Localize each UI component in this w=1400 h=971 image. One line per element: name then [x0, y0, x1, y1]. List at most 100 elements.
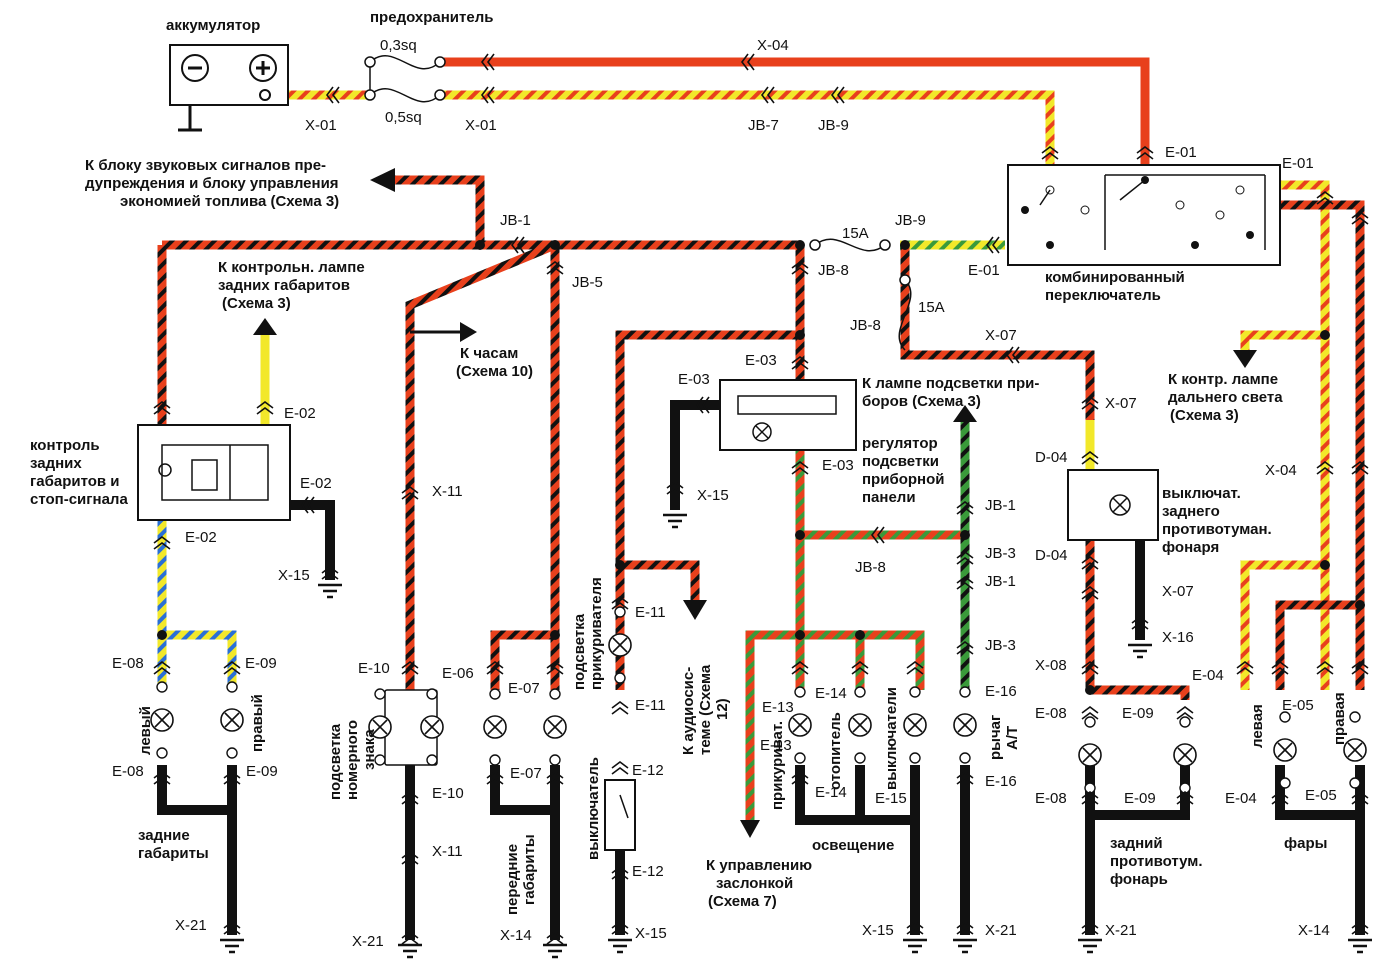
fuse-block	[364, 55, 446, 103]
conn-e08-c: E-08	[1035, 705, 1067, 722]
connector-mark	[1351, 211, 1369, 225]
conn-x15-d: X-15	[862, 922, 894, 939]
connector-mark	[871, 526, 885, 544]
conn-e10-a: E-10	[358, 660, 390, 677]
connector-mark	[791, 461, 809, 475]
connector-mark	[611, 866, 629, 880]
connector-mark	[223, 661, 241, 675]
rear-fog-switch	[1067, 469, 1159, 541]
conn-jb1-b: JB-1	[985, 497, 1016, 514]
connector-mark	[546, 661, 564, 675]
conn-e15: E-15	[875, 790, 907, 807]
conn-x07-a: X-07	[985, 327, 1017, 344]
connector-mark	[153, 401, 171, 415]
lamp	[848, 686, 872, 764]
connector-mark	[401, 486, 419, 500]
conn-e11-b: E-11	[635, 697, 666, 714]
arrow-sound-unit	[370, 168, 395, 192]
label-sound-1: К блоку звуковых сигналов пре-	[85, 157, 326, 174]
conn-e02-c: E-02	[185, 529, 217, 546]
label-fog-lamp-1: задний	[1110, 835, 1163, 852]
conn-jb3-a: JB-3	[985, 545, 1016, 562]
lamp	[1343, 711, 1367, 789]
conn-e06: E-06	[442, 665, 474, 682]
label-15a-2: 15A	[918, 299, 945, 316]
conn-x16: X-16	[1162, 629, 1194, 646]
connector-mark	[153, 661, 171, 675]
conn-e16-b: E-16	[985, 773, 1017, 790]
connector-mark	[1271, 791, 1289, 805]
label-fogsw-3: противотуман.	[1162, 521, 1272, 538]
conn-e12-b: E-12	[632, 863, 664, 880]
label-ctrl-unit-2: задних	[30, 455, 82, 472]
label-ctrl-tail-3: (Схема 3)	[222, 295, 291, 312]
arrow-audio	[683, 600, 707, 620]
connector-mark	[1081, 396, 1099, 410]
label-ctrl-tail-1: К контрольн. лампе	[218, 259, 365, 276]
conn-e09-b: E-09	[246, 763, 278, 780]
conn-x04-top: X-04	[757, 37, 789, 54]
connector-mark	[791, 661, 809, 675]
combination-switch	[1007, 164, 1281, 266]
connector-mark	[741, 53, 755, 71]
connector-mark	[956, 576, 974, 590]
connector-mark	[956, 641, 974, 655]
label-headlamps: фары	[1284, 835, 1327, 852]
ground-symbol	[953, 938, 977, 954]
lamp	[1078, 716, 1102, 794]
conn-e13-b: E-13	[760, 737, 792, 754]
connector-mark	[1081, 921, 1099, 935]
label-hibeam-3: (Схема 3)	[1170, 407, 1239, 424]
connector-mark	[1081, 791, 1099, 805]
lamp	[953, 686, 977, 764]
label-sound-2: дупреждения и блоку управления	[85, 175, 339, 192]
connector-mark	[696, 396, 710, 414]
arrow-flap	[740, 820, 760, 838]
label-regulator-3: приборной	[862, 471, 944, 488]
conn-x08: X-08	[1035, 657, 1067, 674]
label-flap-3: (Схема 7)	[708, 893, 777, 910]
label-15a-1: 15A	[842, 225, 869, 242]
label-cig-lighter: прикуриват.	[769, 721, 786, 810]
lamp	[150, 681, 174, 759]
label-hibeam-1: К контр. лампе	[1168, 371, 1278, 388]
connector-mark	[256, 401, 274, 415]
connector-mark	[1176, 706, 1194, 720]
connector-mark	[1131, 616, 1149, 630]
label-regulator-2: подсветки	[862, 453, 939, 470]
connector-mark	[986, 236, 1000, 254]
label-ctrl-unit-3: габаритов и	[30, 473, 120, 490]
conn-jb3-b: JB-3	[985, 637, 1016, 654]
label-hibeam-2: дальнего света	[1168, 389, 1283, 406]
label-fog-lamp-3: фонарь	[1110, 871, 1168, 888]
ground-symbol	[1348, 938, 1372, 954]
ground-symbol	[1078, 938, 1102, 954]
conn-x21-c: X-21	[985, 922, 1017, 939]
label-fogsw-2: заднего	[1162, 503, 1220, 520]
conn-e07-a: E-07	[508, 680, 540, 697]
label-cig-1: подсветка	[571, 613, 588, 690]
conn-e01-c: E-01	[968, 262, 1000, 279]
connector-mark	[1351, 461, 1369, 475]
connector-mark	[153, 771, 171, 785]
arrow-ctrl-lamp	[253, 318, 277, 335]
conn-x07-c: X-07	[1162, 583, 1194, 600]
connector-mark	[326, 86, 340, 104]
connector-mark	[546, 771, 564, 785]
label-fuse-03: 0,3sq	[380, 37, 417, 54]
label-ctrl-unit-4: стоп-сигнала	[30, 491, 128, 508]
conn-e03-a: E-03	[745, 352, 777, 369]
conn-e09-d: E-09	[1124, 790, 1156, 807]
label-switch: выключатель	[585, 757, 602, 860]
label-sound-3: экономией топлива (Схема 3)	[120, 193, 339, 210]
connector-mark	[546, 931, 564, 945]
label-regulator-1: регулятор	[862, 435, 938, 452]
connector-labels: X-01 X-01 X-04 JB-7 JB-9 E-01 E-01 E-01 …	[112, 37, 1337, 950]
label-clock-2: (Схема 10)	[456, 363, 533, 380]
connector-mark	[761, 86, 775, 104]
connector-mark	[831, 86, 845, 104]
label-switches: выключатели	[883, 687, 900, 790]
conn-jb1-c: JB-1	[985, 573, 1016, 590]
conn-x21-d: X-21	[1105, 922, 1137, 939]
